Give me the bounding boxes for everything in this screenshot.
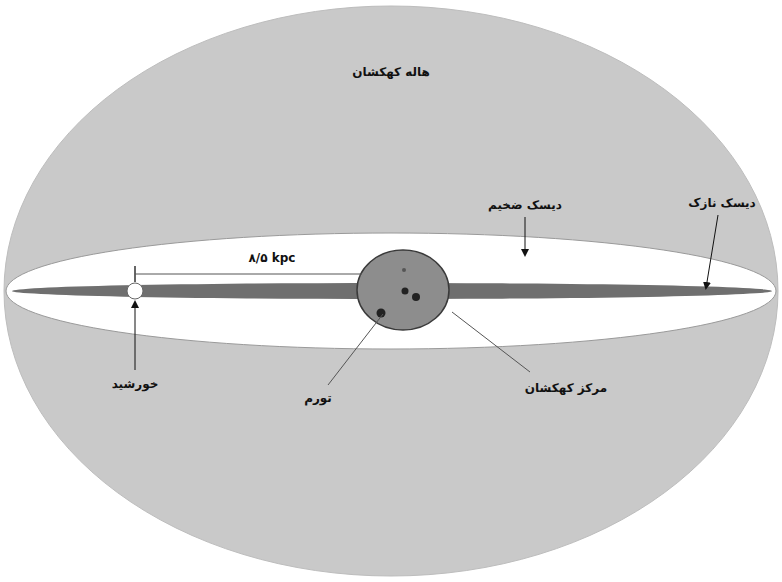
thin-disk-label: دیسک نازک: [688, 196, 756, 210]
distance-dimension: ۸/۵ kpc: [249, 251, 296, 265]
sun-label: خورشید: [112, 377, 159, 391]
halo-title: هاله کهکشان: [352, 65, 430, 79]
bulge-label: تورم: [304, 391, 332, 405]
thick-disk-label: دیسک ضخیم: [488, 198, 562, 212]
center-label: مرکز کهکشان: [525, 381, 607, 395]
